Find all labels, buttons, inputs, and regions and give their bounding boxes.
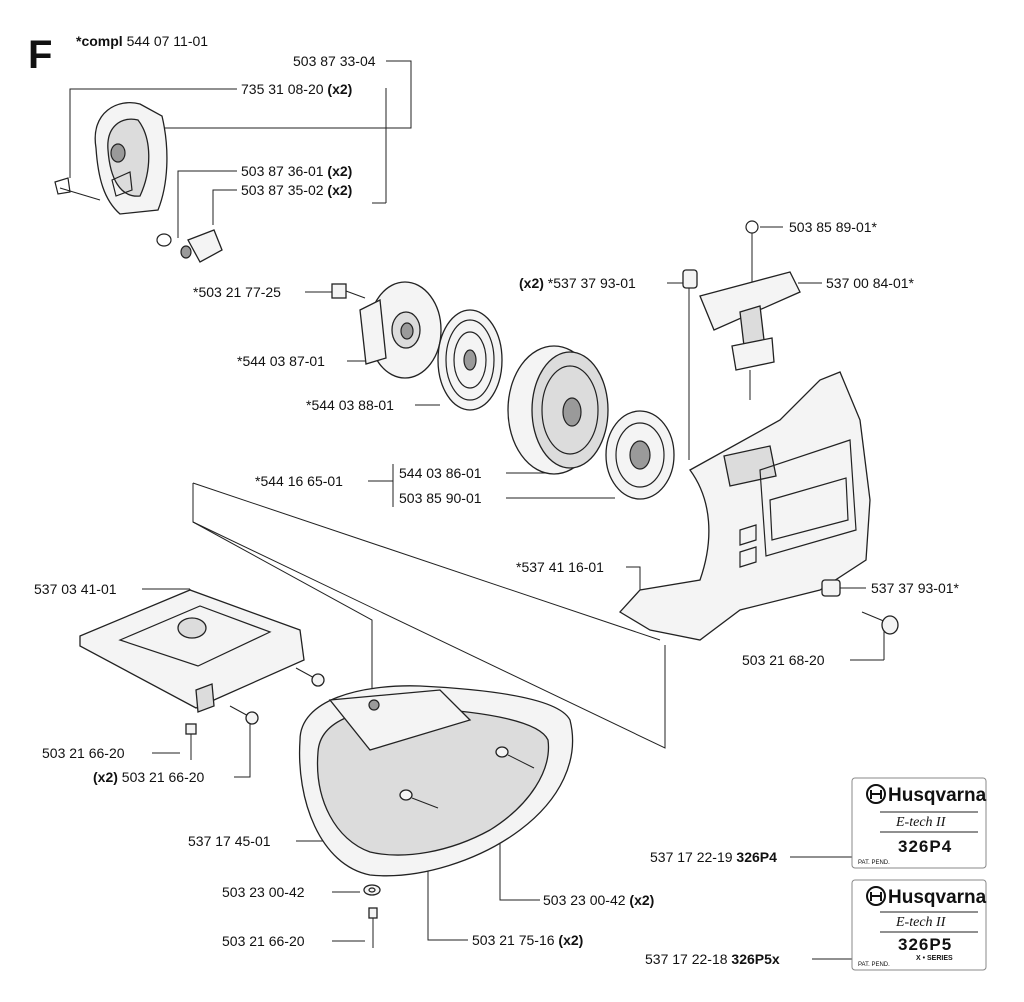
label-537-00-84-01: 537 00 84-01* (826, 275, 915, 291)
badge-etech-2: E-tech II (895, 915, 947, 930)
label-544-03-86-01: 544 03 86-01 (399, 465, 482, 481)
badge-pat-1: PAT. PEND. (858, 860, 890, 866)
label-503-87-33-04: 503 87 33-04 (293, 53, 376, 69)
label-503-85-89-01: 503 85 89-01* (789, 219, 878, 235)
starter-handle-part (699, 220, 801, 400)
label-503-23-00-42-a: 503 23 00-42 (222, 884, 305, 900)
label-537-03-41-01: 537 03 41-01 (34, 581, 117, 597)
bolt-part (331, 283, 366, 299)
sleeve-part-top (682, 269, 698, 289)
badge-series: X • SERIES (916, 955, 953, 962)
return-spring-part (605, 410, 675, 500)
screw-parts-base (363, 746, 535, 948)
label-537-37-93-01-right: 537 37 93-01* (871, 580, 960, 596)
husqvarna-logo-icon (866, 886, 886, 906)
compl-label: *compl 544 07 11-01 (76, 33, 208, 49)
screw-parts-bracket (185, 667, 325, 760)
badge-brand-1: Husqvarna (888, 785, 987, 806)
screw-part-right (861, 611, 899, 635)
base-frame-part (298, 685, 574, 877)
label-503-21-77-25: *503 21 77-25 (193, 284, 281, 300)
label-503-21-66-20-a: 503 21 66-20 (42, 745, 125, 761)
starter-cover-part (54, 102, 223, 263)
label-503-87-35-02: 503 87 35-02 (x2) (241, 182, 352, 198)
label-544-03-87-01: *544 03 87-01 (237, 353, 325, 369)
pulley-disc-part (359, 281, 442, 379)
section-letter: F (28, 33, 52, 77)
label-503-85-90-01: 503 85 90-01 (399, 490, 482, 506)
label-503-87-36-01: 503 87 36-01 (x2) (241, 163, 352, 179)
spring-part (437, 309, 503, 411)
label-537-37-93-01-top: (x2) *537 37 93-01 (519, 275, 636, 291)
sleeve-part-right (821, 579, 841, 597)
badge-brand-2: Husqvarna (888, 887, 987, 908)
fan-housing-part (618, 371, 871, 641)
label-503-21-66-20-b: (x2) 503 21 66-20 (93, 769, 205, 785)
label-503-23-00-42-b: 503 23 00-42 (x2) (543, 892, 654, 908)
badge-model-1: 326P4 (898, 837, 952, 856)
label-503-21-75-16: 503 21 75-16 (x2) (472, 932, 583, 948)
label-537-17-45-01: 537 17 45-01 (188, 833, 271, 849)
leader-lines (69, 60, 885, 960)
label-503-21-66-20-c: 503 21 66-20 (222, 933, 305, 949)
label-537-17-22-19: 537 17 22-19 326P4 (650, 849, 777, 865)
rope-drum-part (507, 345, 609, 475)
label-537-41-16-01: *537 41 16-01 (516, 559, 604, 575)
badge-326p4: Husqvarna E-tech II 326P4 PAT. PEND. (851, 777, 987, 869)
bracket-plate-part (79, 589, 305, 713)
label-735-31-08-20: 735 31 08-20 (x2) (241, 81, 352, 97)
label-503-21-68-20: 503 21 68-20 (742, 652, 825, 668)
label-544-16-65-01: *544 16 65-01 (255, 473, 343, 489)
badge-etech-1: E-tech II (895, 815, 947, 830)
label-537-17-22-18: 537 17 22-18 326P5x (645, 951, 780, 967)
badge-326p5x: Husqvarna E-tech II 326P5 X • SERIES PAT… (851, 879, 987, 971)
badge-model-2: 326P5 (898, 935, 952, 954)
badge-pat-2: PAT. PEND. (858, 962, 890, 968)
husqvarna-logo-icon (866, 784, 886, 804)
label-544-03-88-01: *544 03 88-01 (306, 397, 394, 413)
